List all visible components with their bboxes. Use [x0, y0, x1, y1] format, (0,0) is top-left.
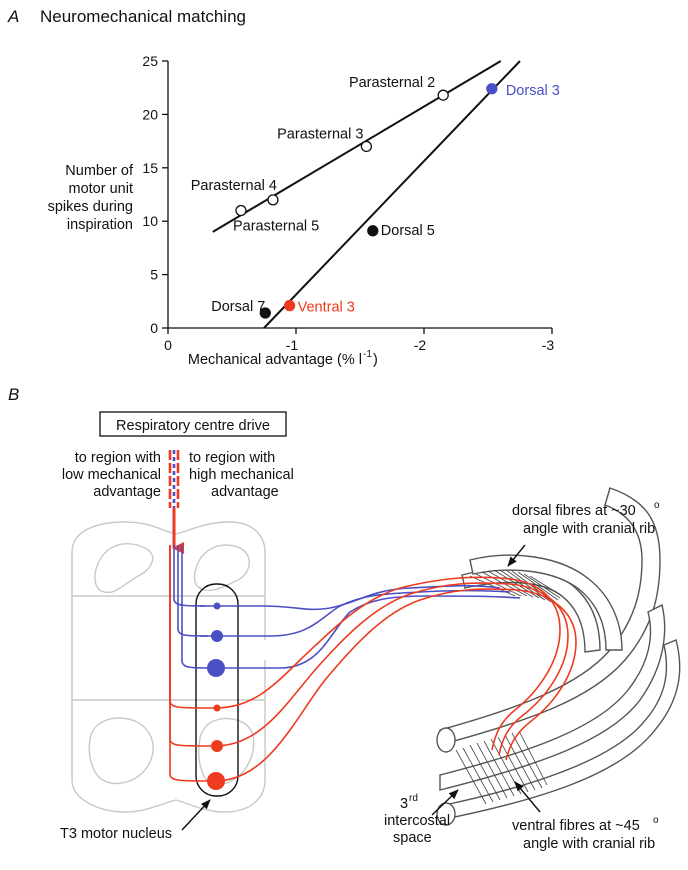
label-dorsal-7: Dorsal 7 [211, 299, 265, 315]
x-ticks: 0 -1 -2 -3 [164, 328, 554, 353]
y-tick-label: 15 [142, 160, 158, 176]
panel-b-letter: B [8, 385, 19, 404]
data-points [235, 83, 498, 319]
label-parasternal-3: Parasternal 3 [277, 126, 363, 142]
label-dorsal-5: Dorsal 5 [381, 223, 435, 239]
point-parasternal-2 [437, 89, 449, 101]
point-labels: Parasternal 2 Parasternal 3 Parasternal 4 P… [191, 75, 560, 315]
ventral-fibres-line-2: angle with cranial rib [523, 836, 655, 852]
intercostal-space-arrow [431, 789, 459, 816]
panel-a-letter: A [7, 7, 19, 26]
label-ventral-3: Ventral 3 [298, 300, 355, 316]
rib-lower-back [439, 487, 661, 746]
dorsal-nerve-paths [173, 545, 521, 669]
ventral-fibres-sup: o [653, 815, 659, 826]
rib-end-lower [436, 802, 456, 826]
ylabel-line-2: motor unit [69, 181, 133, 197]
label-dorsal-3: Dorsal 3 [506, 83, 560, 99]
dorsal-neuron-medium [211, 630, 223, 642]
intercostal-space-line-2: intercostal [384, 813, 450, 829]
t3-motor-nucleus-arrow [181, 799, 211, 831]
ylabel-line-4: inspiration [67, 217, 133, 233]
fit-lines [212, 60, 521, 329]
ventral-neuron-medium [211, 740, 223, 752]
ventral-neuron-large [207, 772, 225, 790]
high-region-line-3: advantage [211, 484, 279, 500]
dorsal-fibres-line-2: angle with cranial rib [523, 521, 655, 537]
low-region-line-3: advantage [93, 484, 161, 500]
x-tick-label: -2 [414, 337, 427, 353]
fit-line-2 [263, 60, 521, 329]
x-axis-label: Mechanical advantage (% l [188, 352, 362, 368]
y-tick-label: 20 [142, 106, 158, 122]
ventral-fibres-arrow [514, 781, 541, 813]
spinal-cord-section-lower [71, 596, 266, 813]
ylabel-line-1: Number of [65, 163, 134, 179]
intercostal-space-line-3: space [393, 830, 432, 846]
ribs [436, 487, 681, 826]
point-dorsal-3 [486, 83, 498, 95]
panel-a-title: Neuromechanical matching [40, 7, 246, 26]
y-axis-label: Number of motor unit spikes during inspi… [48, 163, 134, 233]
high-region-line-1: to region with [189, 450, 275, 466]
dorsal-fibres-sup: o [654, 500, 660, 511]
x-tick-label: -3 [542, 337, 555, 353]
point-parasternal-5 [235, 204, 247, 217]
x-axis-label-sup: -1 [363, 349, 372, 360]
fit-line-1 [212, 60, 502, 233]
point-parasternal-3 [360, 140, 373, 153]
ventral-neuron-small [213, 704, 221, 712]
y-tick-label: 5 [150, 267, 158, 283]
high-region-line-2: high mechanical [189, 467, 294, 483]
ventral-fibres-line-1: ventral fibres at ~45 [512, 818, 640, 834]
low-region-line-1: to region with [75, 450, 161, 466]
low-region-line-2: low mechanical [62, 467, 161, 483]
rib-lower [439, 603, 666, 791]
dorsal-fibres-arrow [507, 544, 526, 567]
drive-lines [168, 450, 184, 554]
label-parasternal-4: Parasternal 4 [191, 178, 277, 194]
x-tick-label: 0 [164, 337, 172, 353]
t3-motor-nucleus-label: T3 motor nucleus [60, 826, 172, 842]
point-ventral-3 [283, 299, 296, 312]
rib-end-upper [436, 727, 456, 753]
rib-lowest [439, 639, 681, 821]
intercostal-space-sup: rd [409, 793, 418, 804]
point-parasternal-4 [267, 194, 279, 206]
spinal-cord-section-upper [71, 521, 266, 597]
dorsal-neuron-small [213, 602, 221, 610]
x-tick-label: -1 [286, 337, 299, 353]
y-tick-label: 0 [150, 320, 158, 336]
y-ticks: 0 5 10 15 20 25 [142, 53, 168, 336]
dorsal-fibres-line-1: dorsal fibres at ~30 [512, 503, 636, 519]
y-tick-label: 25 [142, 53, 158, 69]
ylabel-line-3: spikes during [48, 199, 133, 215]
point-dorsal-7 [259, 307, 271, 319]
point-dorsal-5 [367, 225, 379, 237]
drive-box [99, 411, 287, 437]
y-tick-label: 10 [142, 213, 158, 229]
label-parasternal-2: Parasternal 2 [349, 75, 435, 91]
x-axis-label-close: ) [373, 352, 378, 368]
ventral-nerve-paths [169, 545, 577, 782]
t3-motor-nucleus [195, 583, 239, 797]
drive-box-label: Respiratory centre drive [116, 418, 270, 434]
rib-upper-cranial [469, 554, 623, 651]
dorsal-neuron-large [207, 659, 225, 677]
intercostal-space-number: 3 [400, 796, 408, 812]
label-parasternal-5: Parasternal 5 [233, 219, 319, 235]
